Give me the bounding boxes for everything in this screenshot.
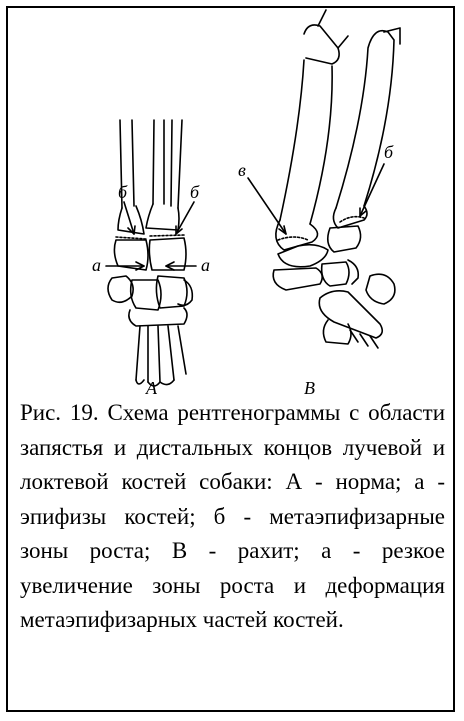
label-b-right: б [190,182,200,202]
xray-diagram: а а б б А [8,8,457,400]
label-panel-a: А [145,378,158,398]
metacarpals [136,326,186,382]
panel-b-drawing: в б В [238,10,400,398]
label-v-rickets: в [238,160,246,180]
radius-b [280,60,332,224]
ulna-b [336,31,394,208]
ulna-shaft [153,120,182,208]
figure-frame: а а б б А [6,6,455,712]
label-a-right: а [201,255,210,275]
figure-caption: Рис. 19. Схема рентгенограммы с области … [20,396,445,638]
label-b-rickets: б [384,142,394,162]
panel-a-drawing: а а б б А [92,120,210,398]
label-b-left: б [118,182,128,202]
label-a-left: а [92,255,101,275]
label-panel-b: В [304,378,315,398]
